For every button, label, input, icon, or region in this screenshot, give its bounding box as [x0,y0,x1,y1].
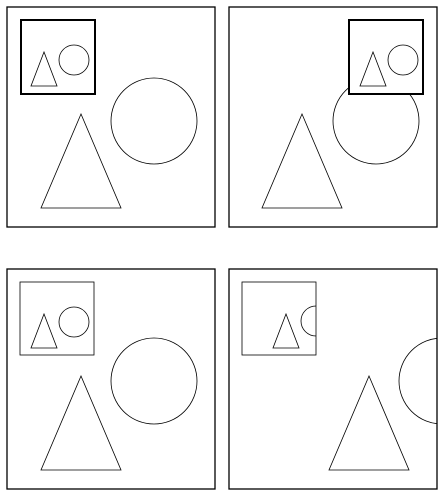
panel-frame [6,6,216,228]
small-triangle [30,50,58,87]
inset-box [241,281,317,356]
inset-box [20,19,96,95]
large-triangle [261,112,343,209]
large-triangle [40,374,122,471]
small-circle [387,44,419,76]
small-circle [58,44,90,76]
large-triangle [328,374,410,471]
panel-top-right [228,6,438,228]
inset-backing [349,20,423,94]
panel-bottom-right [228,268,438,490]
large-circle-clipped [398,337,437,425]
panel-frame [228,268,438,490]
small-triangle [272,312,300,349]
small-triangle [359,50,387,87]
inset-frame [20,19,96,95]
panel-frame [6,268,216,490]
small-circle [58,306,90,338]
inset-box [19,281,95,356]
large-circle [110,337,198,425]
panel-top-left [6,6,216,228]
inset-box [348,19,424,95]
inset-frame [241,281,317,356]
small-triangle [30,312,58,349]
inset-frame [19,281,95,356]
panel-bottom-left [6,268,216,490]
panel-frame [228,6,438,228]
large-triangle [40,112,122,209]
small-circle-clipped [300,305,316,337]
large-circle [110,77,198,165]
inset-frame [348,19,424,95]
